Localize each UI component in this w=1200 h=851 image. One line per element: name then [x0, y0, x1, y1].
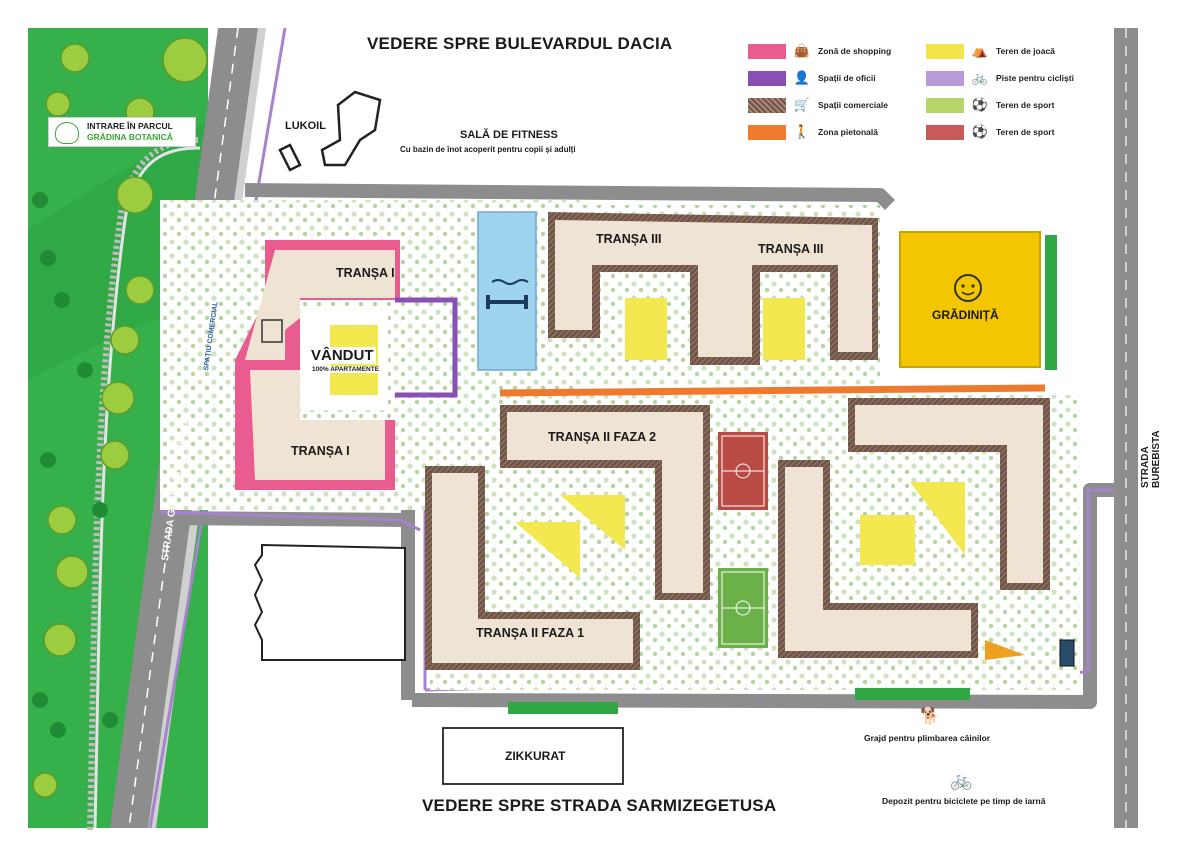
legend-label: Teren de joacă: [996, 46, 1055, 56]
legend-item: ⚽ Teren de sport: [926, 96, 1054, 114]
sold-title: VÂNDUT: [309, 347, 376, 364]
legend-item: 🚲 Piste pentru cicliști: [926, 69, 1074, 87]
dog-icon: 🐕: [920, 708, 940, 725]
legend-item: ⚽ Teren de sport: [926, 123, 1054, 141]
pedestrian-icon: 🚶: [793, 124, 811, 139]
legend-item: 👜 Zonă de shopping: [748, 42, 891, 60]
fitness-title: SALĂ DE FITNESS: [460, 129, 558, 141]
shopping-bag-icon: 👜: [793, 43, 811, 58]
sold-subtitle: 100% APARTAMENTE: [310, 366, 382, 373]
legend-item: ⛺ Teren de joacă: [926, 42, 1055, 60]
football-icon: ⚽: [971, 124, 989, 139]
dog-yard-label: Grajd pentru plimbarea câinilor: [864, 733, 991, 743]
zikkurat-label: ZIKKURAT: [505, 749, 566, 763]
fitness-pool: [477, 211, 537, 371]
transa-3-building: [548, 212, 878, 365]
bike-depot-box: [1059, 639, 1075, 667]
bicycle-icon: 🚲: [950, 770, 973, 790]
transa-1-bottom-label: TRANȘA I: [291, 444, 350, 458]
park-entry-line2: GRĂDINA BOTANICĂ: [87, 132, 173, 142]
east-blocks: [778, 398, 1050, 658]
bicycle-icon: 🚲: [971, 70, 989, 85]
transa-2-faza-2-label: TRANȘA II FAZA 2: [548, 430, 657, 444]
legend-item: 🛒 Spații comerciale: [748, 96, 888, 114]
lukoil-label: LUKOIL: [285, 120, 326, 132]
legend-item: 🚶 Zona pietonală: [748, 123, 878, 141]
legend-label: Teren de sport: [996, 127, 1055, 137]
east-road: [1114, 28, 1138, 828]
transa-2-faza-1-building: [425, 466, 640, 670]
legend-swatch: [926, 97, 964, 113]
kindergarten-label: GRĂDINIȚĂ: [932, 308, 999, 322]
legend-swatch: [926, 70, 964, 86]
playground-icon: ⛺: [971, 43, 989, 58]
football-icon: ⚽: [971, 97, 989, 112]
kindergarten-building: [899, 231, 1041, 368]
view-north-label: VEDERE SPRE BULEVARDUL DACIA: [367, 34, 673, 53]
park-entry-line1: INTRARE ÎN PARCUL: [87, 121, 173, 131]
west-bike-path: [159, 510, 421, 532]
legend-label: Spații de oficii: [818, 73, 876, 83]
playgrounds: [515, 482, 1025, 660]
transa-3-left-label: TRANȘA III: [596, 232, 662, 246]
transa-1-top-label: TRANȘA I: [336, 266, 395, 280]
hedges: [508, 235, 1057, 714]
legend-label: Teren de sport: [996, 100, 1055, 110]
legend-swatch: [748, 70, 786, 86]
transa-2-faza-2-building: [500, 405, 710, 600]
transa-2-faza-1-label: TRANȘA II FAZA 1: [476, 626, 585, 640]
bike-depot-label: Depozit pentru biciclete pe timp de iarn…: [882, 796, 1046, 806]
sport-courts: [718, 432, 768, 648]
legend-label: Zona pietonală: [818, 127, 878, 137]
legend-swatch: [748, 97, 786, 113]
legend-swatch: [748, 124, 786, 140]
transa-3-right-label: TRANȘA III: [758, 242, 824, 256]
pedestrian-zone: [499, 384, 1046, 397]
legend-swatch: [926, 124, 964, 140]
outlined-structures: [253, 90, 624, 785]
park-entry-sign: INTRARE ÎN PARCUL GRĂDINA BOTANICĂ: [48, 117, 196, 147]
botanical-garden-logo-icon: [55, 122, 79, 144]
legend: 👜 Zonă de shopping 👤 Spații de oficii 🛒 Spați…: [748, 42, 1148, 162]
legend-label: Zonă de shopping: [818, 46, 892, 56]
legend-item: 👤 Spații de oficii: [748, 69, 876, 87]
view-south-label: VEDERE SPRE STRADA SARMIZEGETUSA: [422, 796, 777, 815]
fitness-subtitle: Cu bazin de înot acoperit pentru copii ș…: [400, 145, 576, 154]
street-east-label: STRADA BUREBISTA: [1140, 430, 1162, 488]
shopping-cart-icon: 🛒: [793, 97, 811, 112]
legend-swatch: [748, 43, 786, 59]
legend-swatch: [926, 43, 964, 59]
legend-label: Spații comerciale: [818, 100, 888, 110]
legend-label: Piste pentru cicliști: [996, 73, 1074, 83]
office-worker-icon: 👤: [793, 70, 811, 85]
